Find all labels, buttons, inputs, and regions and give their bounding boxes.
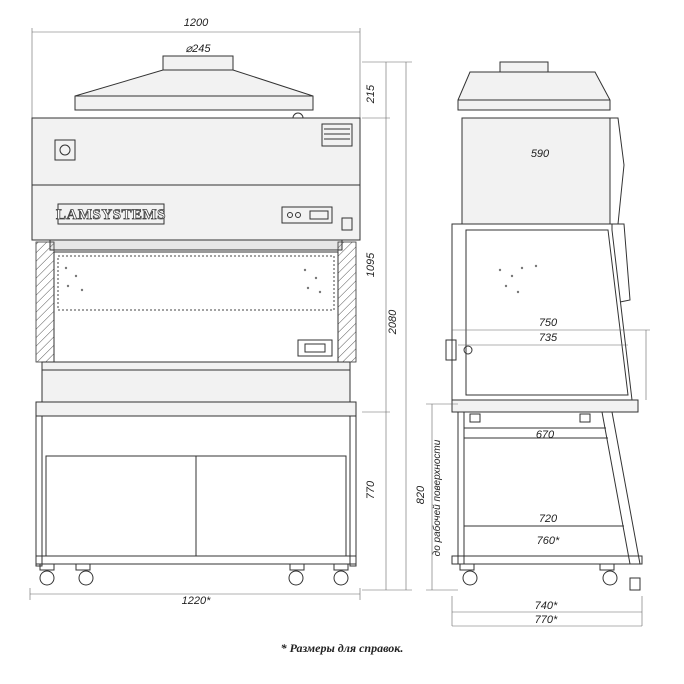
front-view: 1200 ⌀245 LAMSYSTEMS [29, 17, 412, 607]
dim-depth-750: 750 [539, 317, 558, 329]
dim-height-lower: 770 [365, 480, 377, 499]
dim-depth-770: 770* [535, 614, 558, 626]
dim-duct-diameter: ⌀245 [186, 43, 212, 55]
biohazard-icon [59, 144, 71, 156]
side-caster-wheels [459, 563, 641, 591]
dim-depth-670: 670 [536, 429, 555, 441]
power-switch [341, 217, 353, 231]
exhaust-hood [74, 69, 314, 111]
side-view: 590 750 735 670 72 [415, 61, 650, 627]
side-stand [451, 411, 643, 565]
brand-plate [57, 203, 165, 225]
dim-width-bottom: 1220* [182, 595, 211, 607]
work-surface [41, 361, 351, 403]
screw-marks-side [498, 264, 538, 294]
biohazard-sign [54, 139, 76, 161]
rear-panel [57, 255, 335, 311]
side-exhaust-hood [457, 71, 611, 111]
side-sash-glass [465, 229, 629, 396]
caster-wheels [39, 563, 349, 586]
side-wall-left [35, 241, 55, 363]
dim-height-total: 2080 [387, 309, 399, 335]
dim-depth-top: 590 [531, 148, 550, 160]
work-chamber [53, 251, 339, 363]
screw-marks [64, 266, 322, 294]
dim-depth-740: 740* [535, 600, 558, 612]
side-upper-cabinet [461, 117, 611, 225]
dim-height-middle: 1095 [365, 252, 377, 277]
work-surface-note: до рабочей поверхности [431, 439, 443, 556]
dim-depth-720: 720 [539, 513, 558, 525]
dim-width-top: 1200 [184, 17, 209, 29]
footnote: * Размеры для справок. [280, 641, 404, 655]
side-wall-right [337, 241, 357, 363]
brand-label: LAMSYSTEMS [56, 207, 166, 223]
control-panel [281, 206, 333, 224]
dim-height-top: 215 [365, 84, 377, 104]
side-work-chamber [451, 223, 633, 401]
vent-grille [321, 123, 353, 147]
dim-depth-735: 735 [539, 332, 558, 344]
stand [35, 415, 357, 567]
upper-cabinet [31, 117, 361, 241]
socket-outlet [297, 339, 333, 357]
dim-depth-760: 760* [537, 535, 560, 547]
dim-work-surface-height: 820 [415, 485, 427, 504]
